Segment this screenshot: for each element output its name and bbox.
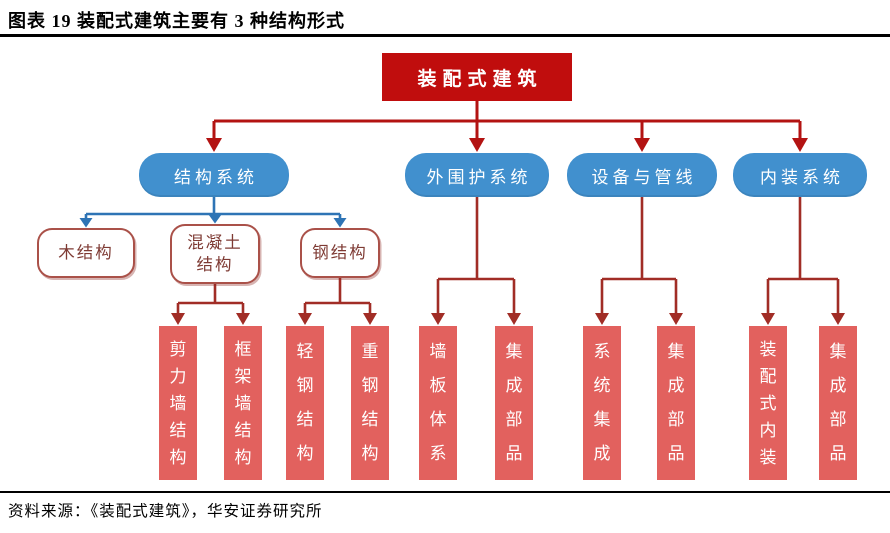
node-steel-structure: 钢结构 (300, 228, 380, 278)
arrowhead-to-structure-system (206, 138, 222, 152)
arrowhead-to-prefab-interior (761, 313, 775, 325)
connector-root-to-systems (212, 101, 802, 140)
leaf-heavy-steel-structure: 重 钢 结 构 (351, 326, 389, 480)
connector-interior-children (766, 197, 840, 314)
source-divider (0, 491, 890, 493)
source-note: 资料来源：《装配式建筑》，华安证券研究所 (8, 503, 323, 520)
title-divider (0, 34, 890, 37)
leaf-integrated-parts-2: 集 成 部 品 (657, 326, 695, 480)
leaf-light-steel-structure: 轻 钢 结 构 (286, 326, 324, 480)
node-interior-system: 内装系统 (733, 153, 867, 197)
connector-mep-children (600, 197, 678, 314)
leaf-system-integration: 系 统 集 成 (583, 326, 621, 480)
connector-concrete-children (176, 284, 245, 314)
arrowhead-to-light-steel (298, 313, 312, 325)
connector-structure-to-types (84, 197, 342, 219)
node-mep-system: 设备与管线 (567, 153, 717, 197)
leaf-shear-wall-structure: 剪 力 墙 结 构 (159, 326, 197, 480)
node-envelope-system: 外围护系统 (405, 153, 549, 197)
arrowhead-to-mep-system (634, 138, 650, 152)
arrowhead-to-wood (79, 218, 93, 228)
node-wood-structure: 木结构 (37, 228, 135, 278)
connector-envelope-children (436, 197, 516, 314)
node-root: 装配式建筑 (382, 53, 572, 101)
arrowhead-to-frame-wall (236, 313, 250, 325)
arrowhead-to-integrated-parts-1 (507, 313, 521, 325)
arrowhead-to-shear-wall (171, 313, 185, 325)
figure-title: 图表 19 装配式建筑主要有 3 种结构形式 (8, 11, 345, 31)
arrowhead-to-system-integration (595, 313, 609, 325)
arrowhead-to-heavy-steel (363, 313, 377, 325)
leaf-integrated-parts-3: 集 成 部 品 (819, 326, 857, 480)
arrowhead-to-concrete (208, 214, 222, 224)
arrowhead-to-integrated-parts-2 (669, 313, 683, 325)
arrowhead-to-integrated-parts-3 (831, 313, 845, 325)
connector-steel-children (303, 278, 372, 314)
arrowhead-to-envelope-system (469, 138, 485, 152)
arrowhead-to-wall-panel (431, 313, 445, 325)
node-concrete-structure: 混凝土结构 (170, 224, 260, 284)
node-structure-system: 结构系统 (139, 153, 289, 197)
leaf-prefab-interior: 装 配 式 内 装 (749, 326, 787, 480)
leaf-frame-wall-structure: 框 架 墙 结 构 (224, 326, 262, 480)
leaf-wall-panel-system: 墙 板 体 系 (419, 326, 457, 480)
leaf-integrated-parts-1: 集 成 部 品 (495, 326, 533, 480)
arrowhead-to-steel (333, 218, 347, 228)
arrowhead-to-interior-system (792, 138, 808, 152)
